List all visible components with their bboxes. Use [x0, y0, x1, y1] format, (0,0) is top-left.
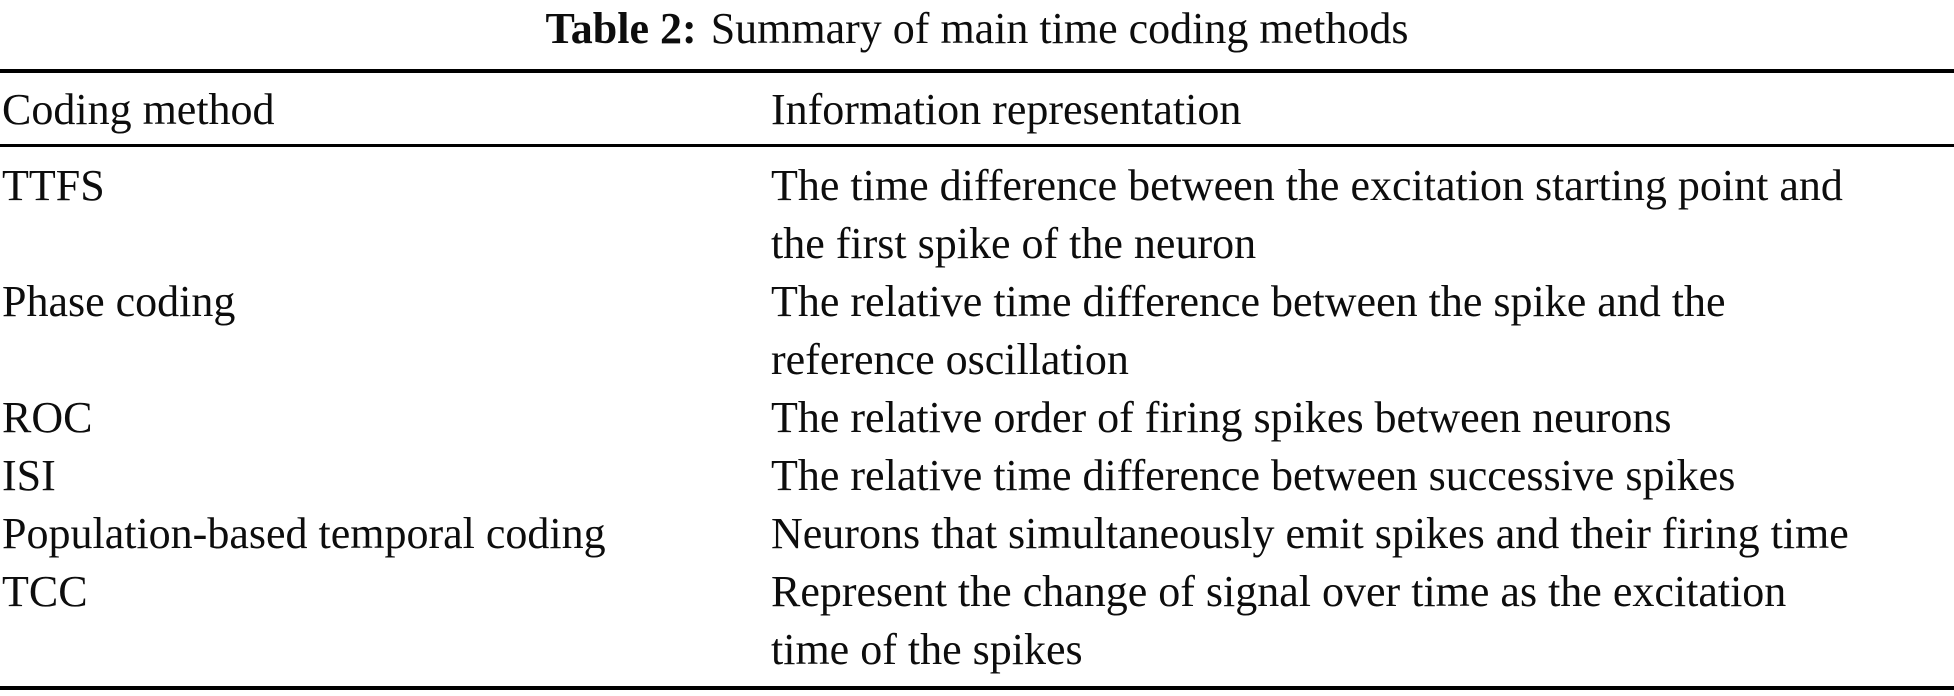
representation-line: The relative time difference between suc…	[771, 451, 1736, 500]
table-header-row: Coding method Information representation	[0, 71, 1954, 147]
table-row: Population-based temporal coding Neurons…	[0, 505, 1954, 563]
representation-line: The relative order of firing spikes betw…	[771, 393, 1672, 442]
coding-method-cell: TCC	[0, 563, 771, 688]
representation-line: reference oscillation	[771, 335, 1129, 384]
coding-method-label: TCC	[2, 567, 88, 616]
column-header-coding-method: Coding method	[0, 71, 771, 147]
representation-line: Neurons that simultaneously emit spikes …	[771, 509, 1849, 558]
table-row: Phase coding The relative time differenc…	[0, 273, 1954, 389]
representation-cell: The time difference between the excitati…	[771, 146, 1954, 274]
table-row: TCC Represent the change of signal over …	[0, 563, 1954, 688]
representation-cell: Represent the change of signal over time…	[771, 563, 1954, 688]
coding-method-cell: Population-based temporal coding	[0, 505, 771, 563]
coding-method-cell: ROC	[0, 389, 771, 447]
coding-method-label: TTFS	[2, 161, 105, 210]
coding-method-cell: ISI	[0, 447, 771, 505]
table-caption: Table 2: Summary of main time coding meth…	[0, 0, 1954, 55]
representation-line: time of the spikes	[771, 625, 1083, 674]
representation-line: The time difference between the excitati…	[771, 161, 1843, 210]
table-row: TTFS The time difference between the exc…	[0, 146, 1954, 274]
coding-method-label: Phase coding	[2, 277, 236, 326]
representation-line: Represent the change of signal over time…	[771, 567, 1787, 616]
table-caption-text: Summary of main time coding methods	[710, 4, 1409, 53]
representation-cell: The relative time difference between the…	[771, 273, 1954, 389]
coding-method-cell: Phase coding	[0, 273, 771, 389]
representation-line: The relative time difference between the…	[771, 277, 1726, 326]
representation-line: the first spike of the neuron	[771, 219, 1257, 268]
representation-cell: The relative order of firing spikes betw…	[771, 389, 1954, 447]
coding-method-label: ISI	[2, 451, 56, 500]
representation-cell: The relative time difference between suc…	[771, 447, 1954, 505]
coding-method-label: ROC	[2, 393, 93, 442]
table-row: ROC The relative order of firing spikes …	[0, 389, 1954, 447]
time-coding-methods-table: Coding method Information representation…	[0, 69, 1954, 690]
representation-cell: Neurons that simultaneously emit spikes …	[771, 505, 1954, 563]
table-row: ISI The relative time difference between…	[0, 447, 1954, 505]
coding-method-label: Population-based temporal coding	[2, 509, 606, 558]
column-header-information-representation: Information representation	[771, 71, 1954, 147]
coding-method-cell: TTFS	[0, 146, 771, 274]
table-caption-label: Table 2:	[545, 4, 697, 53]
